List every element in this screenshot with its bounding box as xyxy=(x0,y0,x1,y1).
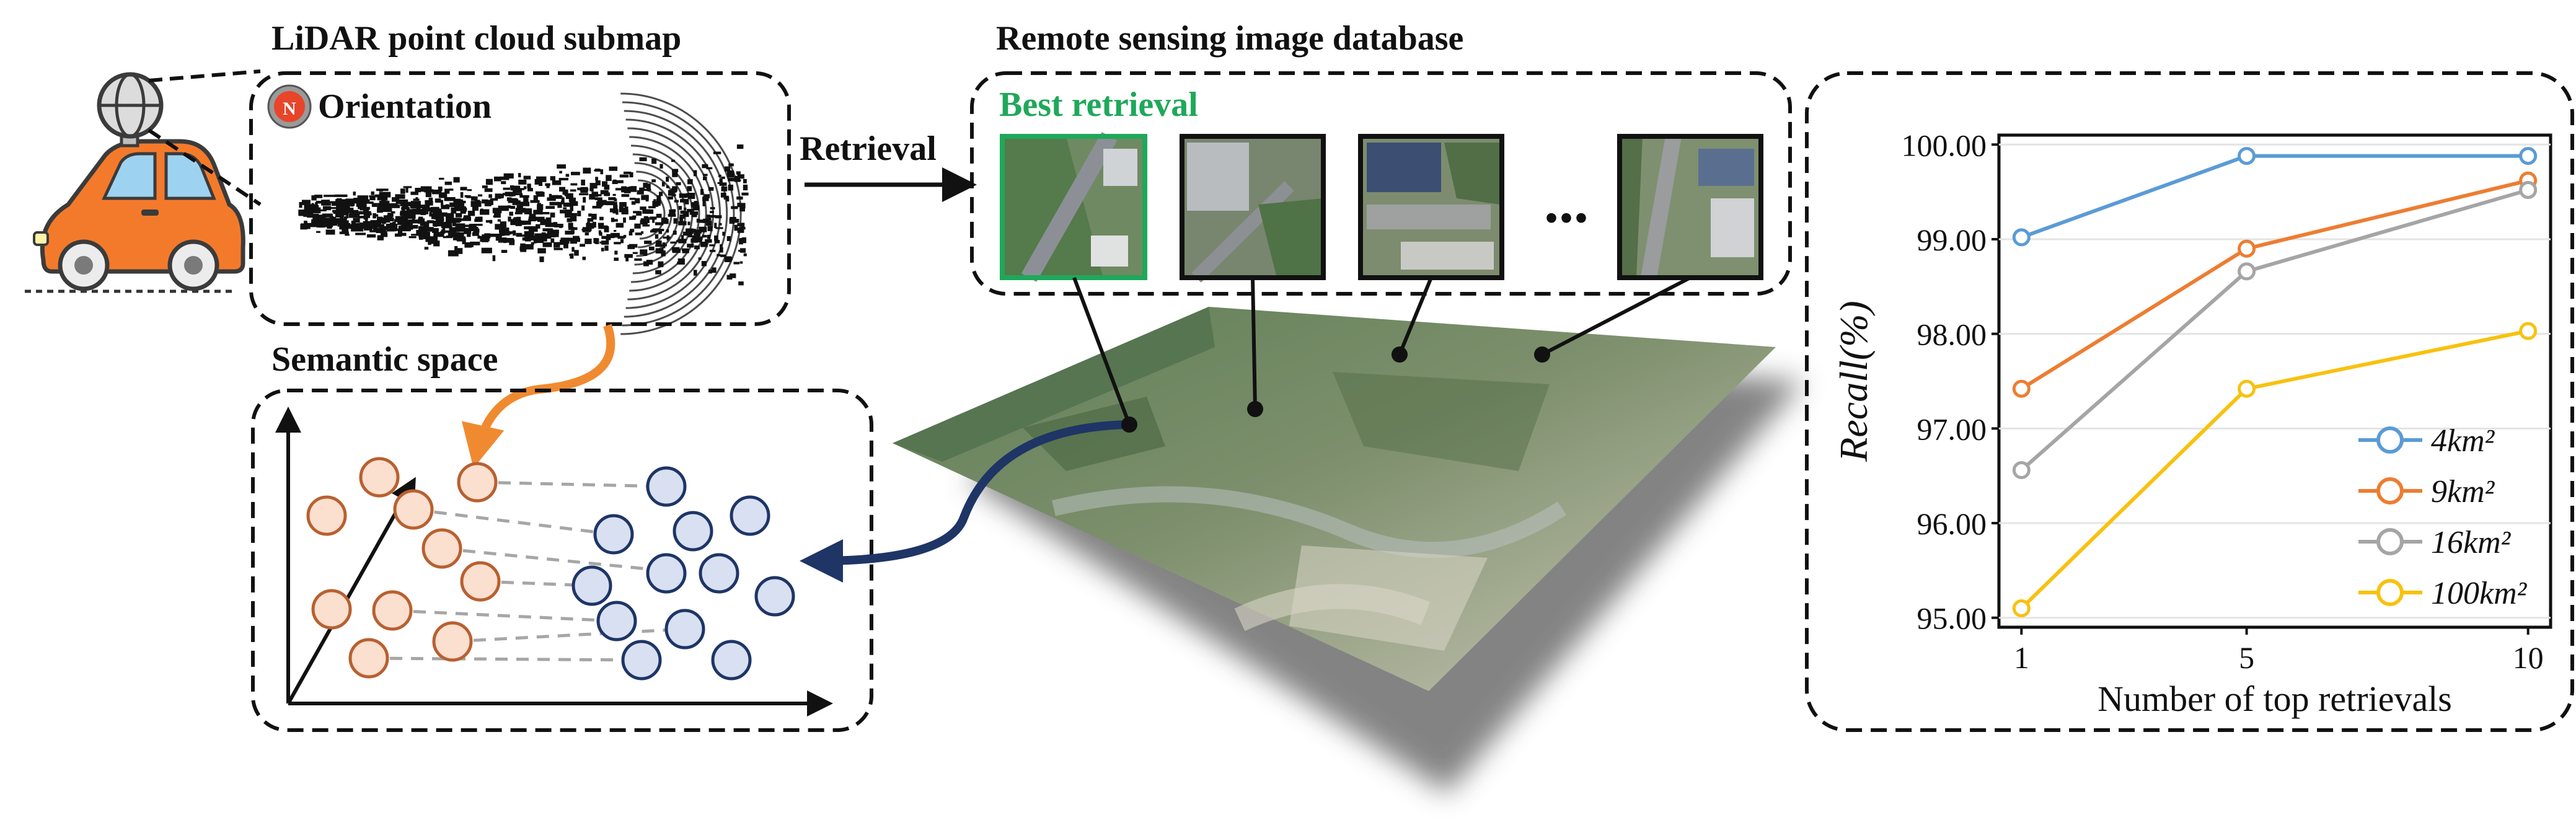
semantic-z-axis xyxy=(286,477,416,705)
lidar-node xyxy=(348,638,389,679)
legend-label: 9km² xyxy=(2431,474,2495,509)
rs-node xyxy=(730,495,770,536)
legend-label: 100km² xyxy=(2431,576,2528,611)
y-tick-labels: 95.00 96.00 97.00 98.00 99.00 100.00 xyxy=(1902,128,1987,635)
rs-node xyxy=(673,511,713,552)
lidar-node xyxy=(372,590,413,631)
data-point xyxy=(2519,147,2538,165)
series-line xyxy=(2021,154,2528,239)
rs-node xyxy=(621,640,662,681)
remote-sensing-embedding-nodes xyxy=(571,466,795,681)
lidar-submap-title: LiDAR point cloud submap xyxy=(271,19,681,58)
sensor-callout-line-upper xyxy=(148,69,261,82)
lidar-node xyxy=(421,528,462,569)
more-tiles-ellipsis: ... xyxy=(1544,169,1589,235)
sensor-callout-line-lower xyxy=(148,128,262,206)
lidar-node xyxy=(311,589,352,630)
y-axis-label: Recall(%) xyxy=(1832,301,1876,462)
tile-candidate-2 xyxy=(1180,134,1326,283)
rs-node xyxy=(596,601,637,641)
best-retrieval-label: Best retrieval xyxy=(999,86,1198,124)
map-to-semantic-arrow xyxy=(800,420,1129,583)
x-tick-label: 5 xyxy=(2239,640,2254,675)
tile-best-retrieval xyxy=(1000,132,1147,282)
y-tick-label: 96.00 xyxy=(1917,506,1987,541)
data-point xyxy=(2238,239,2256,258)
tile-candidate-n xyxy=(1617,134,1763,280)
y-tick-label: 98.00 xyxy=(1917,317,1987,352)
series-line xyxy=(2020,329,2529,610)
data-point xyxy=(2238,147,2256,165)
rs-node xyxy=(646,553,687,594)
legend-swatch-marker xyxy=(2376,528,2404,555)
compass-icon: N xyxy=(267,84,312,129)
x-tick-label: 1 xyxy=(2014,640,2029,675)
y-tick-label: 100.00 xyxy=(1902,128,1987,162)
x-axis-label: Number of top retrievals xyxy=(2097,679,2452,719)
rs-node xyxy=(664,609,705,650)
compass-letter: N xyxy=(283,99,296,119)
lidar-point-cloud xyxy=(298,92,749,335)
database-panel xyxy=(970,71,1792,296)
y-tick-label: 97.00 xyxy=(1917,412,1987,446)
legend-label: 4km² xyxy=(2431,423,2495,459)
y-tick-label: 99.00 xyxy=(1917,223,1987,257)
data-point xyxy=(2012,461,2031,480)
retrieval-label: Retrieval xyxy=(800,130,937,168)
y-tick-label: 95.00 xyxy=(1917,601,1987,636)
plot-frame xyxy=(1997,133,2552,629)
data-point xyxy=(2012,379,2031,398)
lidar-node xyxy=(393,489,434,530)
data-point xyxy=(2238,379,2256,398)
lidar-node xyxy=(457,462,498,503)
lidar-node xyxy=(359,457,400,498)
lidar-submap-panel xyxy=(249,71,791,326)
rs-node xyxy=(699,553,739,594)
series-lines xyxy=(2012,147,2538,617)
legend-label: 16km² xyxy=(2431,525,2512,560)
data-point xyxy=(2238,262,2256,281)
tile-to-map-connectors xyxy=(1072,276,1692,433)
data-point xyxy=(2519,322,2538,340)
lidar-node xyxy=(460,561,501,602)
rs-node xyxy=(646,466,687,507)
rs-node xyxy=(711,640,752,681)
legend: 4km² 9km² 16km² 100km² xyxy=(2358,423,2528,611)
legend-swatch-marker xyxy=(2376,426,2404,454)
rs-node xyxy=(754,576,795,617)
rs-node xyxy=(593,514,634,555)
tile-candidate-3 xyxy=(1358,134,1504,280)
data-point xyxy=(2012,599,2031,617)
x-tick-label: 10 xyxy=(2513,640,2544,675)
semantic-space-title: Semantic space xyxy=(271,340,498,379)
lidar-node xyxy=(432,621,473,662)
lidar-node xyxy=(306,495,347,536)
car-icon xyxy=(25,139,245,293)
data-point xyxy=(2519,181,2538,200)
orientation-label: Orientation xyxy=(318,87,492,126)
legend-swatch-marker xyxy=(2376,579,2404,606)
lidar-sensor-icon xyxy=(97,72,164,148)
semantic-space-panel xyxy=(251,389,873,732)
data-point xyxy=(2012,228,2031,247)
gridlines xyxy=(1992,143,2551,619)
database-title: Remote sensing image database xyxy=(996,19,1463,58)
rs-node xyxy=(571,565,612,606)
lidar-embedding-nodes xyxy=(306,457,501,679)
aerial-map xyxy=(893,307,1776,691)
legend-swatch-marker xyxy=(2376,477,2404,505)
